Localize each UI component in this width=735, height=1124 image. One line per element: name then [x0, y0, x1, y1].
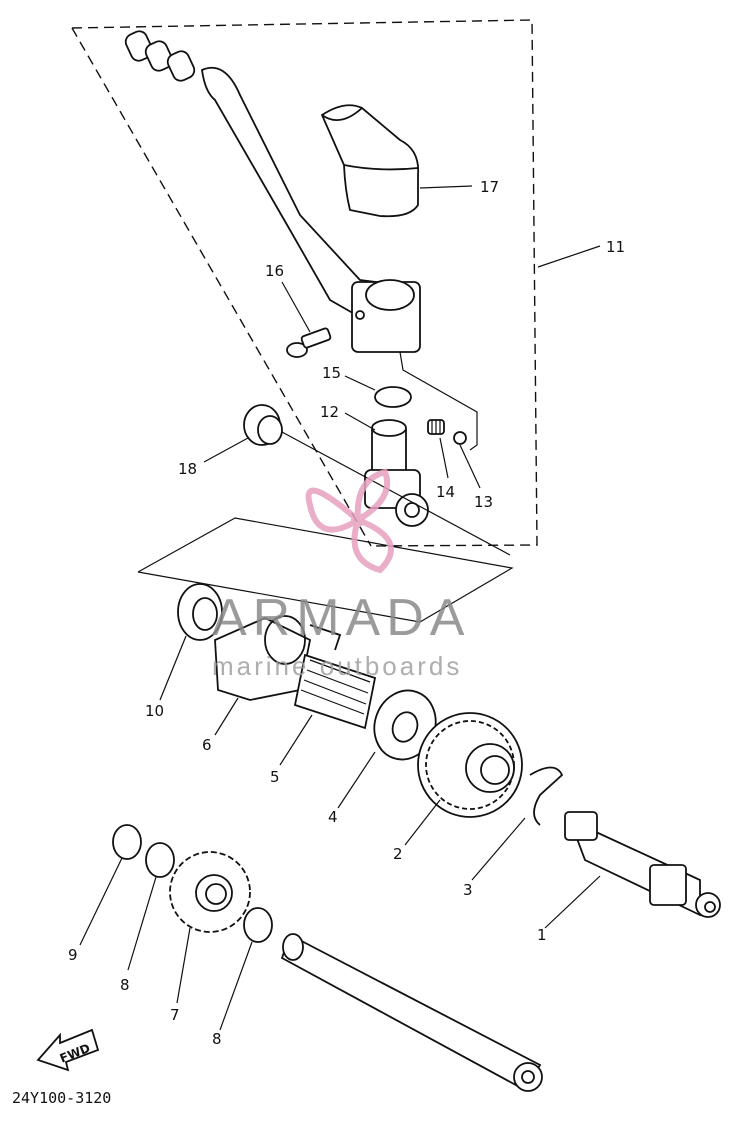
idler-gear	[169, 851, 251, 933]
watermark-brand: ARMADA	[212, 589, 470, 647]
label-10: 10	[145, 702, 164, 720]
kick-crank-arm	[124, 30, 421, 353]
label-1: 1	[537, 926, 547, 944]
o-ring	[374, 386, 412, 408]
kick-axle	[564, 811, 721, 918]
detent-spring	[427, 419, 445, 435]
label-3: 3	[463, 881, 473, 899]
washer-9	[112, 824, 142, 860]
label-9: 9	[68, 946, 78, 964]
kick-pedal-boot	[320, 104, 420, 218]
sub-assembly-outline	[137, 517, 514, 623]
label-15: 15	[322, 364, 341, 382]
ratchet-gear	[417, 712, 523, 818]
watermark-tagline: marine outboards	[212, 651, 462, 681]
label-8-left: 8	[120, 976, 130, 994]
label-6: 6	[202, 736, 212, 754]
crank-bolt	[286, 327, 332, 358]
label-14: 14	[436, 483, 455, 501]
fwd-arrow-icon: FWD	[36, 1028, 100, 1072]
label-16: 16	[265, 262, 284, 280]
leader-lines	[79, 185, 601, 1031]
propeller-logo-icon	[305, 468, 394, 574]
label-18: 18	[178, 460, 197, 478]
label-12: 12	[320, 403, 339, 421]
label-13: 13	[474, 493, 493, 511]
washer-8-left	[145, 842, 175, 878]
watermark: ARMADA marine outboards	[212, 468, 470, 681]
label-11: 11	[606, 238, 625, 256]
collar-washer	[243, 404, 283, 446]
label-2: 2	[393, 845, 403, 863]
washer-8-right	[243, 907, 273, 943]
part-labels: 17 11 16 15 12 14 13 18 10 6 5 4 2 3 1 9…	[68, 178, 625, 1048]
return-spring	[293, 624, 377, 730]
label-17: 17	[480, 178, 499, 196]
circlip	[529, 766, 564, 826]
label-8-right: 8	[212, 1030, 222, 1048]
detent-ball	[453, 431, 467, 445]
oil-seal	[177, 583, 223, 641]
drawing-code: 24Y100-3120	[12, 1089, 111, 1107]
kick-idle-shaft	[280, 933, 543, 1092]
label-5: 5	[270, 768, 280, 786]
label-7: 7	[170, 1006, 180, 1024]
assembly-outline-11	[71, 19, 538, 547]
label-4: 4	[328, 808, 338, 826]
